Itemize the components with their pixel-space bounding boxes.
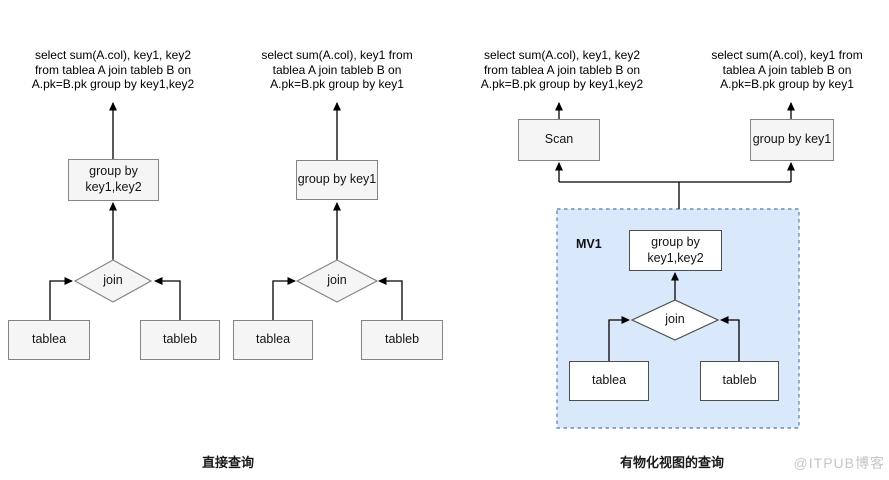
t1-query-line: A.pk=B.pk group by key1,key2	[31, 77, 195, 92]
mv-group-by-label: key1,key2	[647, 250, 704, 265]
t2-arrow-tablea-to-join	[272, 277, 296, 320]
t2-tableb-label: tableb	[384, 332, 420, 347]
t1-query-line: from tablea A join tableb B on	[34, 62, 192, 77]
right-caption: 有物化视图的查询	[619, 455, 724, 470]
t2-tablea-node: tablea	[233, 320, 313, 360]
t4-group-by-label: group by key1	[752, 132, 832, 147]
t2-query-text: select sum(A.col), key1 from tablea A jo…	[222, 48, 452, 92]
t3-query-line: select sum(A.col), key1, key2	[483, 48, 641, 62]
left-caption: 直接查询	[201, 455, 254, 470]
t1-tableb-label: tableb	[162, 332, 198, 347]
t1-join-label: join	[103, 273, 123, 287]
t1-group-by-node: group by key1,key2	[68, 159, 159, 201]
t2-query-line: tablea A join tableb B on	[272, 62, 402, 77]
mv-join-label: join	[665, 312, 685, 326]
t1-arrow-tablea-to-join	[49, 277, 73, 320]
t2-group-by-node: group by key1	[296, 160, 378, 200]
t1-query-line: select sum(A.col), key1, key2	[34, 48, 192, 62]
t2-group-by-label: group by key1	[297, 172, 377, 187]
t3-query-line: from tablea A join tableb B on	[483, 62, 641, 77]
t4-group-by-node: group by key1	[750, 119, 834, 161]
t1-group-by-label: key1,key2	[85, 180, 142, 194]
mv-arrow-tablea-to-join	[608, 316, 630, 361]
t1-group-by-label: group by	[89, 164, 138, 179]
t4-query-line: tablea A join tableb B on	[722, 62, 852, 77]
mv-tablea-label: tablea	[591, 373, 627, 388]
mv-tablea-node: tablea	[569, 361, 649, 401]
t1-query-text: select sum(A.col), key1, key2 from table…	[0, 48, 228, 92]
t2-query-line: select sum(A.col), key1 from	[261, 48, 413, 62]
t3-query-line: A.pk=B.pk group by key1,key2	[480, 77, 644, 92]
mv-tableb-node: tableb	[700, 361, 779, 401]
mv1-label: MV1	[576, 237, 602, 251]
mv-group-by-node: group by key1,key2	[629, 230, 722, 271]
mv-join-diamond	[630, 299, 720, 341]
t2-tablea-label: tablea	[255, 332, 291, 347]
t4-query-text: select sum(A.col), key1 from tablea A jo…	[672, 48, 889, 92]
watermark: @ITPUB博客	[793, 455, 885, 471]
t4-query-line: select sum(A.col), key1 from	[711, 48, 863, 62]
t2-join-diamond	[295, 259, 379, 303]
t1-tablea-node: tablea	[8, 320, 90, 360]
t1-arrow-tableb-to-join	[154, 277, 181, 320]
t4-query-line: A.pk=B.pk group by key1	[720, 77, 854, 92]
t3-scan-node: Scan	[518, 119, 600, 161]
t2-join-label: join	[327, 273, 347, 287]
t3-scan-label: Scan	[544, 132, 574, 147]
mv-tableb-label: tableb	[722, 373, 757, 388]
t2-arrow-tableb-to-join	[378, 277, 403, 320]
t1-tablea-label: tablea	[31, 332, 67, 347]
t1-join-diamond	[73, 259, 153, 303]
t1-tableb-node: tableb	[140, 320, 220, 360]
mv-arrow-tableb-to-join	[720, 316, 740, 361]
t2-tableb-node: tableb	[361, 320, 443, 360]
mv-group-by-label: group by	[651, 234, 700, 249]
t3-query-text: select sum(A.col), key1, key2 from table…	[447, 48, 677, 92]
t2-query-line: A.pk=B.pk group by key1	[270, 77, 404, 92]
